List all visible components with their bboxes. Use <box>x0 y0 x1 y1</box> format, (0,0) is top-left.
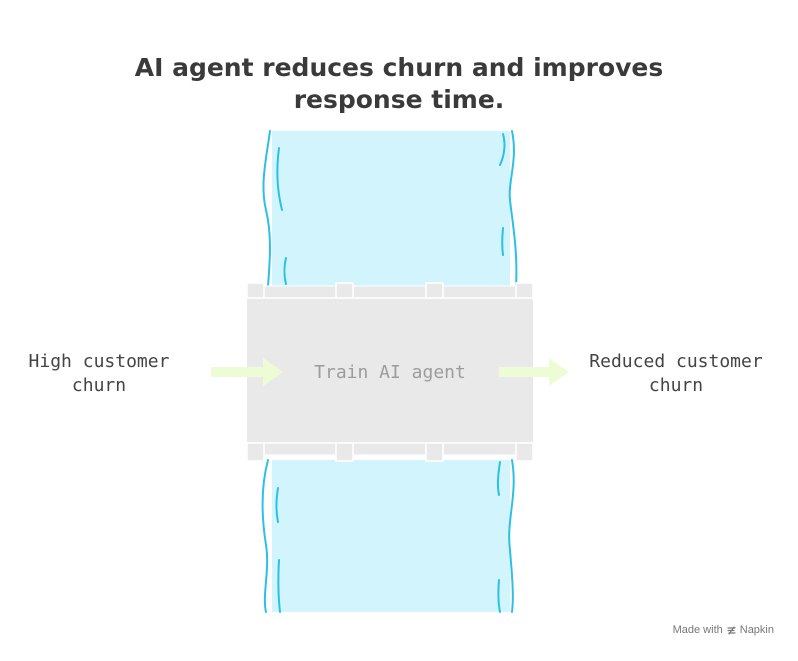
river-upper-fill <box>272 131 510 286</box>
bridge-post-top-1 <box>246 282 265 299</box>
title-line-2: response time. <box>293 85 505 114</box>
made-with-napkin-footer[interactable]: Made with Napkin <box>673 624 774 636</box>
output-arrow <box>499 358 569 386</box>
bridge-post-top-3 <box>425 282 444 299</box>
process-block <box>246 282 534 462</box>
bridge-post-bottom-4 <box>515 442 534 462</box>
bridge-post-bottom-2 <box>335 442 354 462</box>
bridge-rail-bottom <box>246 442 534 456</box>
bridge-post-bottom-3 <box>425 442 444 462</box>
bridge-post-top-2 <box>335 282 354 299</box>
output-label: Reduced customer churn <box>578 350 774 398</box>
river-lower-fill <box>272 460 510 612</box>
input-label: High customer churn <box>18 350 180 398</box>
output-label-line-1: Reduced customer <box>589 351 763 372</box>
process-block-body <box>247 298 533 443</box>
river-left-bank <box>261 130 287 613</box>
title-line-1: AI agent reduces churn and improves <box>134 53 664 82</box>
footer-prefix: Made with <box>672 624 723 636</box>
river <box>261 130 518 613</box>
bridge-rail-top <box>246 285 534 299</box>
input-label-line-2: churn <box>71 375 127 396</box>
input-label-line-1: High customer <box>28 351 170 372</box>
bridge-post-bottom-1 <box>246 442 265 462</box>
bridge-post-top-4 <box>515 282 534 299</box>
input-arrow <box>211 358 283 386</box>
process-label: Train AI agent <box>314 362 466 383</box>
napkin-logo-icon <box>727 625 736 635</box>
footer-brand: Napkin <box>739 624 774 636</box>
river-right-bank <box>496 130 518 613</box>
output-label-line-2: churn <box>648 375 704 396</box>
diagram-title: AI agent reduces churn and improves resp… <box>0 52 798 116</box>
